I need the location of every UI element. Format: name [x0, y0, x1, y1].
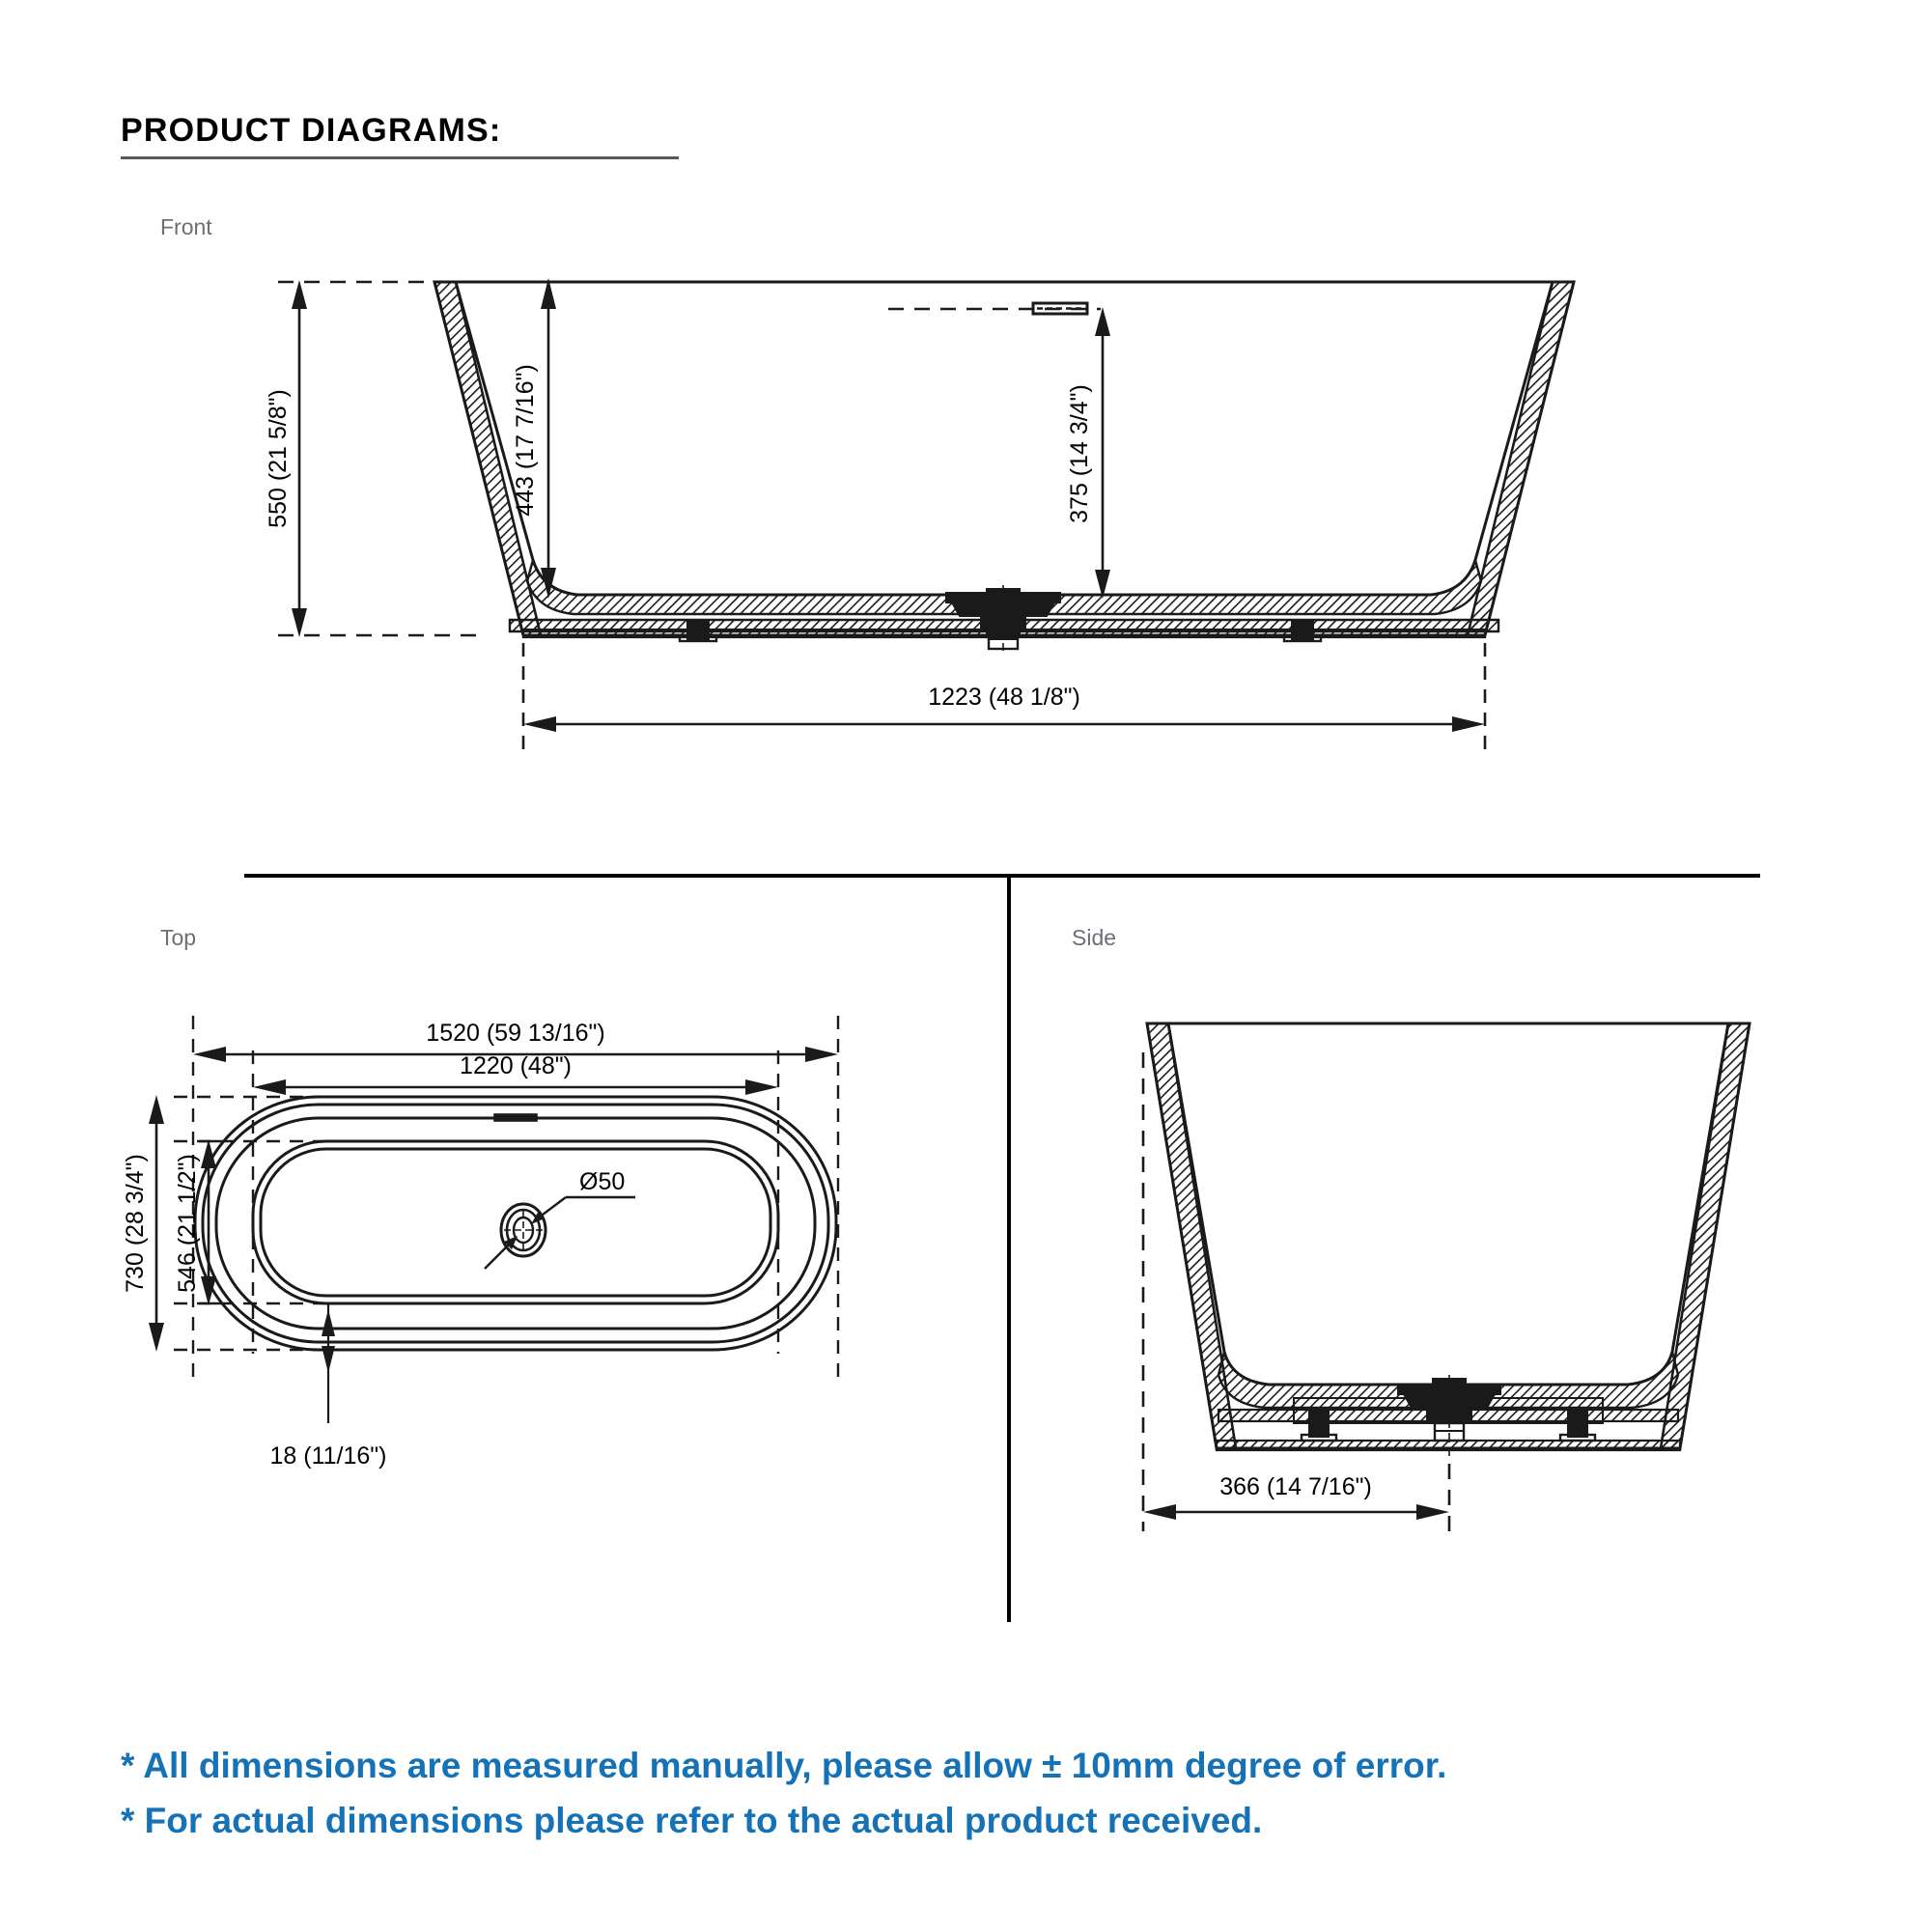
top-overflow-slot — [493, 1113, 538, 1122]
dim-label-top-interior-width: 546 (21 1/2") — [174, 1154, 201, 1293]
dim-front-base-width: 1223 (48 1/8") — [521, 643, 1487, 751]
top-tub-outline — [193, 1095, 838, 1352]
front-drain-assembly — [945, 585, 1061, 651]
dim-label-front-overflow-height: 375 (14 3/4") — [1066, 384, 1093, 523]
dim-label-top-overall-length: 1520 (59 13/16") — [426, 1020, 604, 1047]
view-label-side: Side — [1072, 925, 1117, 950]
front-tub-body — [433, 280, 1576, 639]
dim-top-interior-width: 546 (21 1/2") — [174, 1139, 220, 1305]
front-overflow-slot — [1031, 301, 1089, 316]
footnotes-block: * All dimensions are measured manually, … — [121, 1738, 1820, 1849]
dim-label-top-rim-thickness: 18 (11/16") — [270, 1442, 387, 1470]
page-title: PRODUCT DIAGRAMS: — [121, 112, 502, 149]
dim-label-front-base-width: 1223 (48 1/8") — [928, 684, 1080, 711]
top-drain-circle: Ø50 — [484, 1168, 635, 1270]
section-divider-horizontal — [244, 874, 1760, 878]
side-leveling-feet — [1300, 1411, 1597, 1442]
dim-label-front-interior-depth: 443 (17 7/16") — [512, 364, 539, 517]
dim-top-overall-width: 730 (28 3/4") — [122, 1095, 164, 1352]
view-label-front: Front — [160, 214, 212, 239]
side-extension-lines — [1141, 1052, 1451, 1531]
dim-top-interior-length: 1220 (48") — [253, 1052, 778, 1095]
dim-front-interior-depth: 443 (17 7/16") — [512, 278, 556, 599]
dim-label-side-base-depth: 366 (14 7/16") — [1219, 1473, 1372, 1500]
dim-label-front-overall-height: 550 (21 5/8") — [265, 389, 292, 528]
front-view-drawing: 550 (21 5/8") 443 (17 7/16") 375 (14 3/4… — [265, 278, 1576, 751]
side-view-drawing: 366 (14 7/16") — [1141, 1022, 1751, 1531]
dim-front-overflow-height: 375 (14 3/4") — [1066, 307, 1110, 599]
dim-front-overall-height: 550 (21 5/8") — [265, 280, 307, 637]
footnote-tolerance: * All dimensions are measured manually, … — [121, 1746, 1447, 1785]
title-underline-divider — [121, 156, 679, 159]
top-view-drawing: Ø50 1520 (59 13/16") 1220 (48") 730 (28 … — [122, 1016, 840, 1470]
side-tub-body — [1145, 1022, 1751, 1452]
front-leveling-feet — [678, 619, 1323, 643]
dim-label-top-interior-length: 1220 (48") — [460, 1052, 572, 1079]
dim-label-top-overall-width: 730 (28 3/4") — [122, 1154, 149, 1293]
footnote-actual-product: * For actual dimensions please refer to … — [121, 1801, 1263, 1841]
view-label-top: Top — [160, 925, 197, 950]
front-extension-lines — [278, 280, 1101, 637]
dim-label-top-drain-diameter: Ø50 — [579, 1168, 625, 1195]
page-title-block: PRODUCT DIAGRAMS: — [121, 114, 700, 159]
dim-top-rim-thickness: 18 (11/16") — [270, 1303, 387, 1470]
dim-side-base-depth: 366 (14 7/16") — [1143, 1473, 1449, 1520]
dim-top-overall-length: 1520 (59 13/16") — [193, 1020, 838, 1062]
section-divider-vertical — [1007, 874, 1011, 1622]
side-drain-assembly — [1293, 1375, 1604, 1456]
